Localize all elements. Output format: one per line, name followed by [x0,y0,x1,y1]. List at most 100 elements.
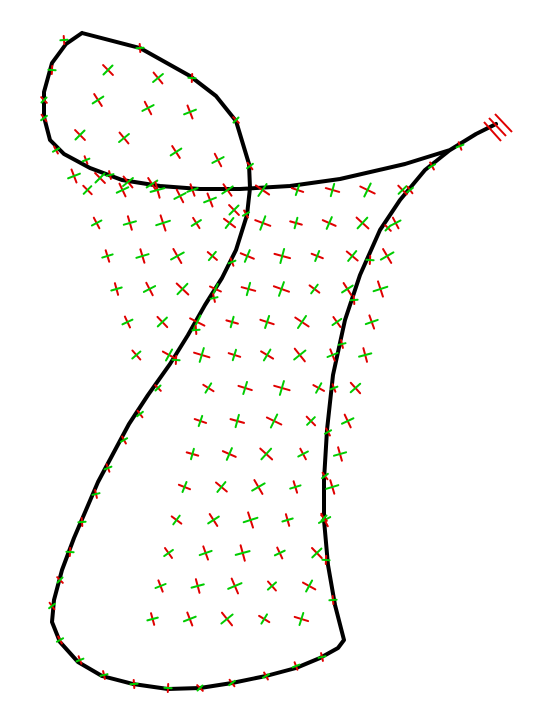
cross-arm [227,582,243,590]
cross-122 [227,257,237,267]
cross-117 [135,43,145,53]
cross-arm [273,549,286,557]
cross-arm [122,220,137,226]
cross-arm [289,484,302,490]
cross-33 [321,216,337,230]
cross-130 [91,489,101,499]
cross-123 [209,293,219,303]
cross-29 [190,216,202,230]
cross-arm [228,679,236,687]
cross-106 [182,611,197,627]
cross-67 [293,347,307,363]
cross-136 [75,655,85,665]
cross-arm [363,182,372,198]
cross-arm [90,219,103,227]
cross-15 [228,204,240,216]
cross-79 [341,413,355,429]
cross-arm [165,348,174,362]
cross-61 [364,314,379,330]
cross-121 [241,209,251,219]
cross-arm [356,216,369,230]
cross-47 [175,282,190,296]
cross-44 [379,248,395,264]
cross-141 [228,678,236,688]
cross-arm [260,447,273,461]
cross-arm [224,217,235,229]
cross-arm [204,382,213,394]
cross-132 [65,547,75,557]
cross-13 [173,188,187,204]
cross-131 [77,517,87,527]
cross-arm [67,172,81,180]
cross-59 [294,315,310,329]
cross-arm [105,173,115,177]
cross-arm [141,104,155,112]
cross-83 [297,447,309,461]
cross-63 [161,348,177,362]
cross-arm [242,516,259,524]
cross-40 [239,249,255,263]
cross-8 [211,152,225,168]
cross-arm [91,492,101,496]
cross-arm [389,219,402,227]
cross-70 [202,382,215,394]
cross-41 [273,248,291,264]
cross-arm [311,547,323,559]
cross-1 [152,71,164,85]
cross-arm [135,46,145,50]
cross-arm [51,147,61,153]
cross-149 [323,427,333,437]
cross-arm [198,549,213,557]
cross-arm [234,413,240,429]
cross-arm [232,116,240,124]
cross-arm [103,465,113,471]
cross-arm [212,283,219,295]
cross-arm [305,579,314,593]
cross-125 [171,355,181,365]
cross-72 [273,380,291,396]
cross-arm [341,284,354,294]
cross-arm [266,581,277,591]
cross-45 [110,282,123,296]
cross-arm [181,481,188,493]
cross-150 [329,383,339,393]
cross-82 [259,447,274,461]
cross-arm [220,613,234,625]
cross-85 [177,481,191,493]
cross-51 [308,283,321,295]
boundary-curves [42,31,498,691]
cross-116 [105,170,115,180]
cross-arm [315,382,323,394]
cross-arm [242,381,248,395]
cross-arm [142,285,157,293]
cross-148 [321,471,329,481]
cross-62 [131,349,142,361]
cross-arm [94,172,106,184]
cross-76 [229,413,245,429]
cross-arm [341,417,355,425]
cross-arm [225,447,233,461]
cross-arm [101,253,114,259]
cross-arm [216,481,227,493]
cross-arm [397,185,408,195]
cross-112 [40,96,48,104]
cross-arm [82,185,93,195]
cross-arm [155,219,171,227]
cross-91 [207,513,220,527]
cross-155 [406,185,414,195]
cross-arm [227,259,237,265]
cross-arm [81,157,91,163]
cross-133 [56,576,64,584]
cross-90 [170,514,183,526]
cross-arm [264,315,271,329]
cross-arm [278,281,285,297]
cross-arm [293,216,299,230]
cross-arm [102,64,114,76]
cross-28 [155,214,171,232]
cross-arm [118,133,130,143]
end-cap-marker [483,113,513,142]
cross-23 [324,182,341,198]
cross-arm [328,598,338,602]
cross-69 [358,347,373,363]
cross-119 [232,116,240,124]
